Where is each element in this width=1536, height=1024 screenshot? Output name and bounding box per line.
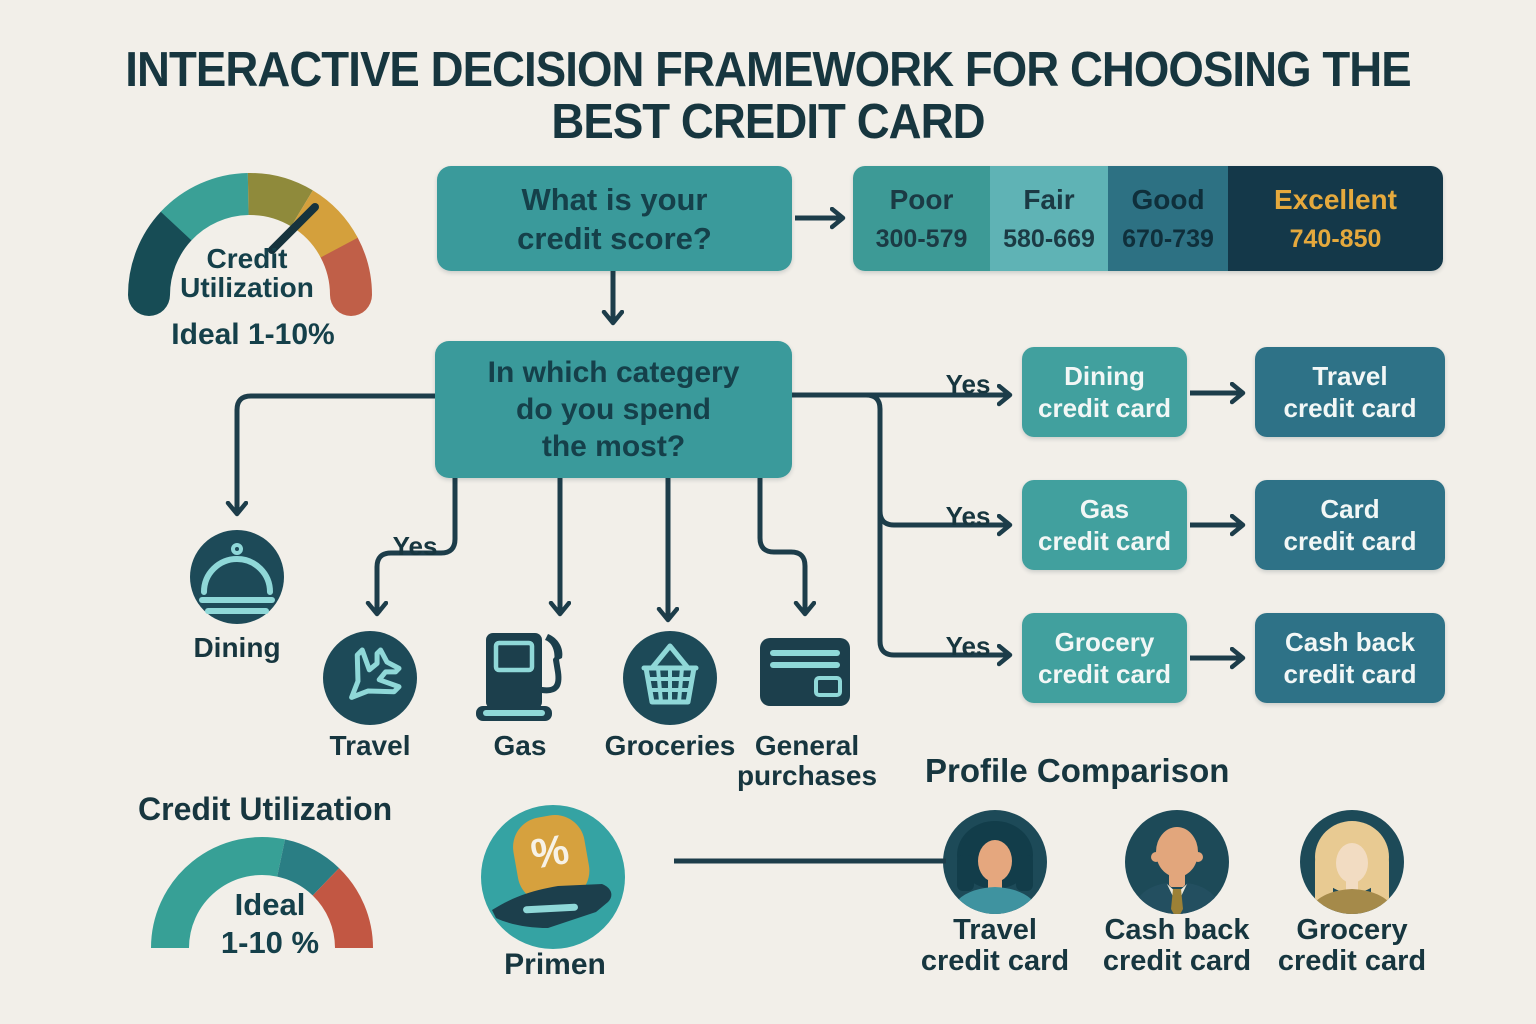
profile-line2: credit card — [920, 945, 1070, 977]
box-line1: Card — [1320, 494, 1380, 524]
travel-credit-card-box: Travel credit card — [1255, 347, 1445, 437]
profile-line1: Grocery — [1296, 914, 1408, 946]
gauge-caption-line2: 1-10 % — [221, 925, 319, 960]
gas-pump-icon — [476, 633, 563, 721]
box-line2: credit card — [1038, 526, 1171, 556]
band-label: Excellent — [1274, 183, 1397, 215]
category-label-dining: Dining — [193, 632, 281, 663]
box-line1: Cash back — [1284, 627, 1416, 657]
profile-label-grocery: Grocery credit card — [1257, 915, 1447, 977]
category-label-travel: Travel — [329, 730, 411, 761]
question-spend-category-box: In which categery do you spend the most? — [435, 341, 792, 478]
cloche-icon — [190, 530, 284, 624]
question2-line3: the most? — [541, 430, 686, 463]
question-credit-score-box: What is your credit score? — [437, 166, 792, 271]
profile-line1: Travel — [953, 914, 1037, 946]
avatar-travel — [943, 810, 1047, 914]
dining-credit-card-box: Dining credit card — [1022, 347, 1187, 437]
question2-line2: do you spend — [516, 393, 711, 426]
profile-label-cashback: Cash back credit card — [1082, 915, 1272, 977]
category-label-gas: Gas — [493, 730, 547, 761]
credit-card-icon — [760, 638, 850, 706]
score-band-poor: Poor 300-579 — [853, 166, 990, 271]
page-title-line2: BEST CREDIT CARD — [551, 95, 985, 149]
general-line1: General — [754, 730, 860, 761]
question2-line1: In which categery — [487, 356, 740, 389]
yes-label-travel: Yes — [392, 531, 438, 561]
box-line1: Dining — [1064, 361, 1145, 391]
grocery-credit-card-box: Grocery credit card — [1022, 613, 1187, 703]
band-label: Poor — [889, 183, 954, 215]
band-range: 300-579 — [875, 224, 968, 253]
connector-q2-to-general — [757, 478, 805, 614]
profile-line2: credit card — [1277, 945, 1427, 977]
category-label-groceries: Groceries — [604, 730, 736, 761]
plane-icon — [323, 631, 417, 725]
box-line2: credit card — [1283, 659, 1417, 689]
profile-comparison-heading: Profile Comparison — [925, 752, 1230, 789]
gauge-label-line2: Utilization — [180, 272, 314, 303]
credit-utilization-gauge-bottom: Ideal 1-10 % — [151, 837, 373, 960]
band-label: Fair — [1023, 183, 1075, 215]
gauge-needle — [268, 203, 319, 254]
card-credit-card-box: Card credit card — [1255, 480, 1445, 570]
percent-glyph: % — [527, 825, 572, 878]
band-label: Good — [1131, 183, 1205, 215]
box-line2: credit card — [1038, 659, 1171, 689]
question1-line1: What is your — [521, 181, 708, 217]
category-label-general: General purchases — [732, 731, 882, 791]
credit-score-scale: Poor 300-579 Fair 580-669 Good 670-739 E… — [853, 166, 1443, 271]
yes-label-row3: Yes — [945, 631, 991, 661]
box-line2: credit card — [1038, 393, 1171, 423]
box-line2: credit card — [1283, 393, 1417, 423]
primen-label: Primen — [504, 948, 606, 981]
band-range: 580-669 — [1003, 224, 1095, 253]
connector-q2-to-travel — [377, 478, 458, 614]
credit-utilization-heading: Credit Utilization — [138, 791, 393, 827]
score-band-excellent: Excellent 740-850 — [1228, 166, 1443, 271]
page-title-line1: INTERACTIVE DECISION FRAMEWORK FOR CHOOS… — [125, 43, 1411, 97]
profile-line1: Cash back — [1104, 914, 1250, 946]
general-line2: purchases — [736, 760, 878, 791]
avatar-cashback — [1125, 810, 1229, 914]
basket-icon — [623, 631, 717, 725]
band-range: 670-739 — [1122, 224, 1214, 253]
gauge-arc — [151, 837, 373, 949]
gauge-caption-line1: Ideal — [235, 887, 306, 922]
credit-utilization-gauge-top: Credit Utilization Ideal 1-10% — [127, 173, 373, 351]
percent-hand-icon: % — [481, 805, 625, 949]
avatar-grocery — [1300, 810, 1404, 914]
profile-line2: credit card — [1102, 945, 1252, 977]
score-band-good: Good 670-739 — [1108, 166, 1228, 271]
box-line1: Gas — [1079, 494, 1130, 524]
yes-label-row2: Yes — [945, 501, 991, 531]
yes-label-row1: Yes — [945, 369, 991, 399]
box-line1: Travel — [1312, 361, 1388, 391]
gas-credit-card-box: Gas credit card — [1022, 480, 1187, 570]
band-range: 740-850 — [1289, 224, 1382, 253]
cashback-credit-card-box: Cash back credit card — [1255, 613, 1445, 703]
connector-branch-down — [865, 392, 1010, 655]
box-line1: Grocery — [1054, 627, 1155, 657]
box-line2: credit card — [1283, 526, 1417, 556]
gauge-label-line1: Credit — [207, 243, 288, 274]
connector-q2-to-dining — [237, 393, 435, 514]
score-band-fair: Fair 580-669 — [990, 166, 1108, 271]
question1-line2: credit score? — [517, 220, 712, 256]
profile-label-travel: Travel credit card — [900, 915, 1090, 977]
gauge-caption: Ideal 1-10% — [171, 318, 334, 351]
connector-yes-row2 — [877, 510, 1010, 525]
gauge-arc — [127, 173, 373, 316]
